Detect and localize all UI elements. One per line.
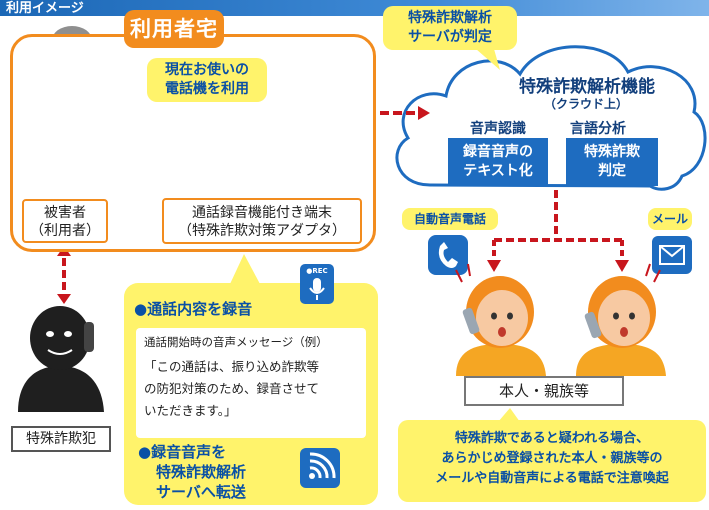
criminal-illustration <box>18 306 104 412</box>
transfer-line-2: 特殊詐欺解析 <box>156 463 247 481</box>
fraud-judge-line-2: 判定 <box>598 163 626 179</box>
device-label: 通話録音機能付き端末 （特殊詐欺対策アダプタ） <box>162 198 362 244</box>
mail-icon <box>652 236 692 274</box>
language-analysis-label: 言語分析 <box>570 121 626 137</box>
signal-waves-icon <box>309 452 336 479</box>
text-conversion-line-2: テキスト化 <box>463 163 533 179</box>
notice-line-1: 特殊詐欺であると疑われる場合、 <box>454 431 650 446</box>
notice-line-3: メールや自動音声による電話で注意喚起 <box>435 471 669 486</box>
text-conversion-box: 録音音声の テキスト化 <box>448 138 548 186</box>
judge-callout-line-2: サーバが判定 <box>408 29 492 45</box>
record-heading: ●通話内容を録音 <box>134 300 253 318</box>
notice-line-2: あらかじめ登録された本人・親族等の <box>441 451 663 466</box>
device-label-line-1: 通話録音機能付き端末 <box>192 205 332 221</box>
transfer-text: ●録音音声を 特殊詐欺解析 サーバへ転送 <box>138 442 246 502</box>
judge-callout-line-1: 特殊詐欺解析 <box>408 10 492 26</box>
message-text: 「この通話は、振り込め詐欺等 の防犯対策のため、録音させて いただきます。」 <box>144 356 319 422</box>
rec-label: ●REC <box>306 267 328 275</box>
phone-callout-line-1: 現在お使いの <box>165 62 249 78</box>
fraud-judge-line-1: 特殊詐欺 <box>584 144 640 160</box>
auto-call-phone-icon <box>428 235 468 275</box>
family-member-1-illustration <box>455 263 546 376</box>
message-line-2: の防犯対策のため、録音させて <box>144 381 320 396</box>
message-line-1: 「この通話は、振り込め詐欺等 <box>144 359 320 374</box>
auto-call-tag: 自動音声電話 <box>402 208 498 230</box>
victim-label-line-2: （利用者） <box>30 223 100 239</box>
fraud-judge-box: 特殊詐欺 判定 <box>566 138 658 186</box>
notice-callout: 特殊詐欺であると疑われる場合、 あらかじめ登録された本人・親族等の メールや自動… <box>398 420 706 502</box>
arrow-house-to-cloud <box>380 106 430 120</box>
message-example-box: 通話開始時の音声メッセージ（例） 「この通話は、振り込め詐欺等 の防犯対策のため… <box>136 328 366 438</box>
victim-label-line-1: 被害者 <box>44 205 86 221</box>
message-line-3: いただきます。」 <box>144 403 237 418</box>
victim-label: 被害者 （利用者） <box>22 199 108 243</box>
arrow-cloud-to-family <box>487 190 629 272</box>
cloud-title: 特殊詐欺解析機能 <box>519 77 655 97</box>
notice-tail <box>498 408 520 422</box>
header-title: 利用イメージ <box>6 1 84 16</box>
device-label-line-2: （特殊詐欺対策アダプタ） <box>178 223 346 239</box>
phone-callout-line-2: 電話機を利用 <box>165 81 249 97</box>
panel-pointer <box>230 254 260 284</box>
judge-callout: 特殊詐欺解析 サーバが判定 <box>383 6 517 50</box>
voice-recognition-label: 音声認識 <box>470 121 526 137</box>
criminal-label: 特殊詐欺犯 <box>11 426 111 452</box>
text-conversion-line-1: 録音音声の <box>463 144 533 160</box>
message-caption: 通話開始時の音声メッセージ（例） <box>144 335 328 349</box>
cloud-subtitle: （クラウド上） <box>543 97 628 111</box>
transfer-signal-icon <box>300 448 340 488</box>
judge-callout-tail <box>476 49 500 70</box>
cloud-shape <box>395 45 707 191</box>
rec-mic-icon: ●REC <box>300 264 334 304</box>
mail-tag: メール <box>648 208 692 230</box>
transfer-line-3: サーバへ転送 <box>156 483 246 501</box>
user-home-title: 利用者宅 <box>124 10 224 48</box>
family-label: 本人・親族等 <box>464 376 624 406</box>
microphone-icon <box>309 278 325 300</box>
transfer-line-1: ●録音音声を <box>138 443 227 461</box>
family-member-2-illustration <box>576 263 666 376</box>
arrow-victim-criminal <box>57 246 71 304</box>
phone-callout: 現在お使いの 電話機を利用 <box>147 58 267 102</box>
